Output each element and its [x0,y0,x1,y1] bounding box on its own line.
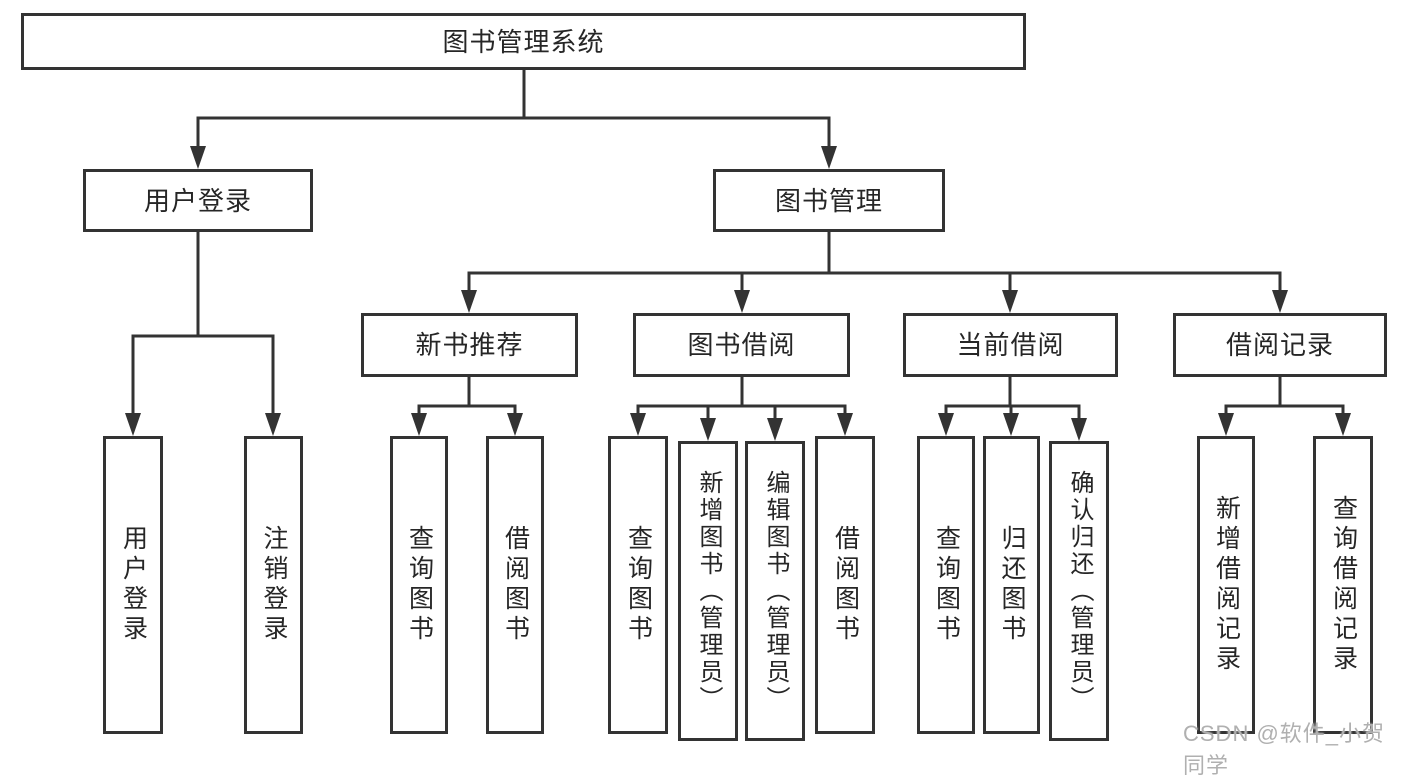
node-new-book-recommend: 新书推荐 [361,313,578,377]
leaf-borrow-books: 借阅图书 [815,436,875,734]
leaf-query-books-current: 查询图书 [917,436,975,734]
leaf-add-books-admin: 新增图书（管理员） [678,441,738,741]
watermark: CSDN @软件_小贺同学 [1183,721,1386,778]
node-borrowing-records: 借阅记录 [1173,313,1387,377]
org-chart: 图书管理系统 用户登录 图书管理 新书推荐 图书借阅 当前借阅 借阅记录 用户登… [21,13,1387,778]
leaf-edit-books-admin: 编辑图书（管理员） [745,441,805,741]
node-current-borrowing: 当前借阅 [903,313,1118,377]
leaf-return-books: 归还图书 [983,436,1040,734]
leaf-confirm-return-admin: 确认归还（管理员） [1049,441,1109,741]
node-book-management: 图书管理 [713,169,945,232]
node-root: 图书管理系统 [21,13,1026,70]
leaf-query-books-borrowing: 查询图书 [608,436,668,734]
leaf-borrow-books-recommend: 借阅图书 [486,436,544,734]
connector-lines [125,70,1351,441]
leaf-user-login: 用户登录 [103,436,163,734]
leaf-logout: 注销登录 [244,436,303,734]
node-user-login: 用户登录 [83,169,313,232]
leaf-add-borrow-record: 新增借阅记录 [1197,436,1255,734]
leaf-query-borrow-record: 查询借阅记录 [1313,436,1373,734]
leaf-query-books-recommend: 查询图书 [390,436,448,734]
node-book-borrowing: 图书借阅 [633,313,850,377]
